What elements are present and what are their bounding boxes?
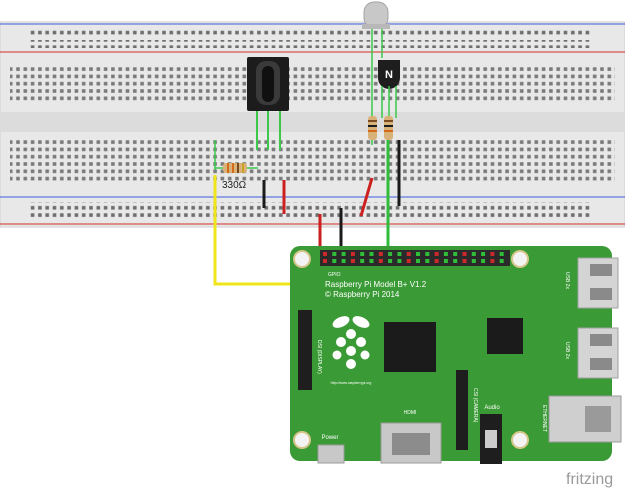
gpio-pin	[471, 259, 476, 263]
gpio-pin	[350, 252, 355, 256]
gpio-pin	[378, 259, 383, 263]
gpio-pin	[443, 259, 448, 263]
gpio-pin	[425, 259, 430, 263]
gpio-pin	[416, 259, 420, 263]
fritzing-watermark: fritzing	[566, 471, 613, 488]
resistor-330: 330Ω	[214, 140, 258, 191]
gpio-pin	[499, 259, 504, 263]
gpio-pin	[350, 259, 355, 263]
usb-label-2: USB 2x	[564, 342, 570, 359]
gpio-header	[320, 250, 510, 266]
gpio-pin	[369, 259, 374, 263]
gpio-pin	[462, 252, 467, 256]
breadboard	[0, 21, 625, 228]
raspberry-logo-icon	[332, 316, 370, 369]
gpio-pin	[332, 259, 337, 263]
gpio-pin	[406, 259, 411, 263]
gpio-label: GPIO	[328, 272, 341, 278]
gpio-pin	[499, 252, 504, 256]
gpio-pin	[341, 259, 346, 263]
gpio-pin	[434, 259, 439, 263]
power-label: Power	[321, 435, 338, 441]
gpio-pin	[406, 252, 411, 256]
transistor: N	[378, 60, 400, 118]
gpio-pin	[378, 252, 383, 256]
gpio-pin	[443, 252, 448, 256]
hdmi-label: HDMI	[404, 410, 417, 416]
gpio-pin	[490, 252, 495, 256]
transistor-resistors	[368, 115, 393, 145]
ethernet-port	[548, 395, 622, 443]
ethernet-label: ETHERNET	[541, 405, 547, 432]
gpio-pin	[453, 259, 458, 263]
usb-port-2	[577, 327, 619, 379]
ir-receiver	[247, 57, 289, 150]
gpio-pin	[323, 259, 327, 263]
gpio-pin	[323, 252, 327, 256]
pi-copyright: © Raspberry Pi 2014	[325, 290, 400, 299]
gpio-pin	[341, 252, 346, 256]
resistor-label: 330Ω	[222, 180, 247, 191]
gpio-pin	[481, 252, 486, 256]
gpio-pin	[481, 259, 486, 263]
audio-label: Audio	[484, 405, 500, 411]
gpio-pin	[332, 252, 337, 256]
gpio-pin	[388, 252, 393, 256]
gpio-pin	[388, 259, 393, 263]
gpio-pin	[397, 252, 402, 256]
gpio-pin	[425, 252, 430, 256]
lan-chip	[487, 318, 523, 354]
gpio-pin	[434, 252, 439, 256]
usb-port-1	[577, 257, 619, 309]
dsi-label: DSI (DISPLAY)	[316, 340, 322, 374]
raspberry-pi: GPIO Raspberry Pi Model B+ V1.2 © Raspbe…	[290, 246, 622, 464]
csi-label: CSI (CAMERA)	[472, 388, 478, 423]
dsi-connector	[298, 310, 312, 390]
transistor-label: N	[385, 69, 393, 81]
gpio-pin	[369, 252, 374, 256]
csi-connector	[456, 370, 468, 450]
wire-red-led	[359, 177, 374, 217]
pi-url: http://www.raspberrypi.org	[331, 381, 372, 385]
gpio-pin	[397, 259, 402, 263]
gpio-pin	[360, 252, 365, 256]
led	[362, 1, 390, 115]
gpio-pin	[471, 252, 476, 256]
gpio-pin	[453, 252, 458, 256]
soc-chip	[384, 322, 436, 372]
usb-label-1: USB 2x	[564, 272, 570, 289]
power-port	[317, 444, 345, 464]
gpio-pin	[490, 259, 495, 263]
gpio-pin	[462, 259, 467, 263]
gpio-pin	[416, 252, 420, 256]
gpio-pin	[360, 259, 365, 263]
pi-title: Raspberry Pi Model B+ V1.2	[325, 280, 427, 289]
